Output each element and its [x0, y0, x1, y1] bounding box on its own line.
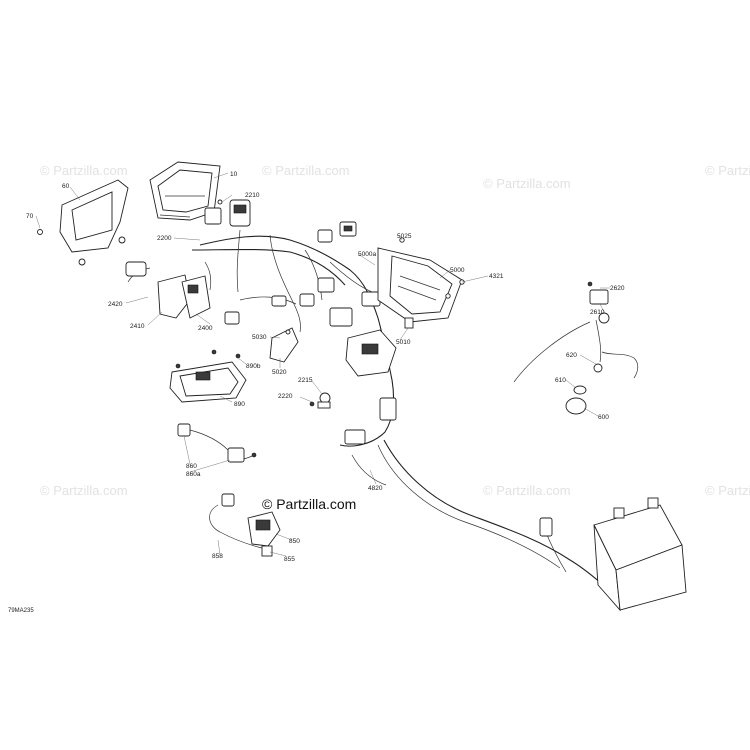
fuse-tray-890: [169, 349, 247, 403]
instrument-cluster: [149, 161, 221, 221]
watermark: © Partzilla.com: [40, 163, 128, 178]
junction-box: [344, 329, 397, 445]
watermark: © Partzilla.com: [705, 483, 750, 498]
callout-2410: 2410: [130, 323, 145, 330]
callout-855: 855: [284, 556, 295, 563]
leader-lines: [35, 172, 610, 557]
callout-2420: 2420: [108, 301, 123, 308]
callout-2220: 2220: [278, 393, 293, 400]
callout-860: 860: [186, 463, 197, 470]
switch-assembly-2210: [204, 199, 251, 227]
callout-890b: 890b: [246, 363, 261, 370]
callout-610: 610: [555, 377, 566, 384]
callout-858: 858: [212, 553, 223, 560]
outlet-850: [209, 493, 281, 557]
harness-860: [177, 423, 257, 463]
callout-70: 70: [26, 213, 34, 220]
watermark: © Partzilla.com: [262, 163, 350, 178]
callout-2200: 2200: [157, 235, 172, 242]
callout-5020: 5020: [272, 369, 287, 376]
watermark: © Partzilla.com: [483, 483, 571, 498]
callout-5000: 5000: [450, 267, 465, 274]
battery: [539, 497, 687, 612]
callout-2610: 2610: [590, 309, 605, 316]
callout-labels: 10 60 70 2210 2200 2420 2410 2400 5025 5…: [26, 171, 625, 563]
callout-2215: 2215: [298, 377, 313, 384]
callout-620: 620: [566, 352, 577, 359]
watermark: © Partzilla.com: [483, 176, 571, 191]
harness-connectors: [224, 221, 381, 327]
tether-switch: [513, 281, 639, 415]
callout-10: 10: [230, 171, 238, 178]
callout-850: 850: [289, 538, 300, 545]
callout-5030: 5030: [252, 334, 267, 341]
callout-4321: 4321: [489, 273, 504, 280]
watermark: © Partzilla.com: [705, 163, 750, 178]
callout-2620: 2620: [610, 285, 625, 292]
callout-600: 600: [598, 414, 609, 421]
ecu-module: [377, 237, 465, 329]
cluster-bracket: [37, 179, 129, 266]
callout-2400: 2400: [198, 325, 213, 332]
callout-4820: 4820: [368, 485, 383, 492]
watermark: © Partzilla.com: [40, 483, 128, 498]
callout-5000a: 5000a: [358, 251, 376, 258]
callout-5025: 5025: [397, 233, 412, 240]
callout-2210: 2210: [245, 192, 260, 199]
callout-60: 60: [62, 183, 70, 190]
callout-890: 890: [234, 401, 245, 408]
figure-code: 79MA235: [8, 608, 34, 614]
callout-5010: 5010: [396, 339, 411, 346]
callout-860a: 860a: [186, 471, 201, 478]
sensor-2215: [309, 392, 331, 409]
watermarks: © Partzilla.com © Partzilla.com © Partzi…: [40, 163, 750, 498]
bracket-5020: [269, 327, 299, 363]
handlebar-switch: [125, 261, 212, 319]
copyright-notice: © Partzilla.com: [262, 496, 356, 512]
